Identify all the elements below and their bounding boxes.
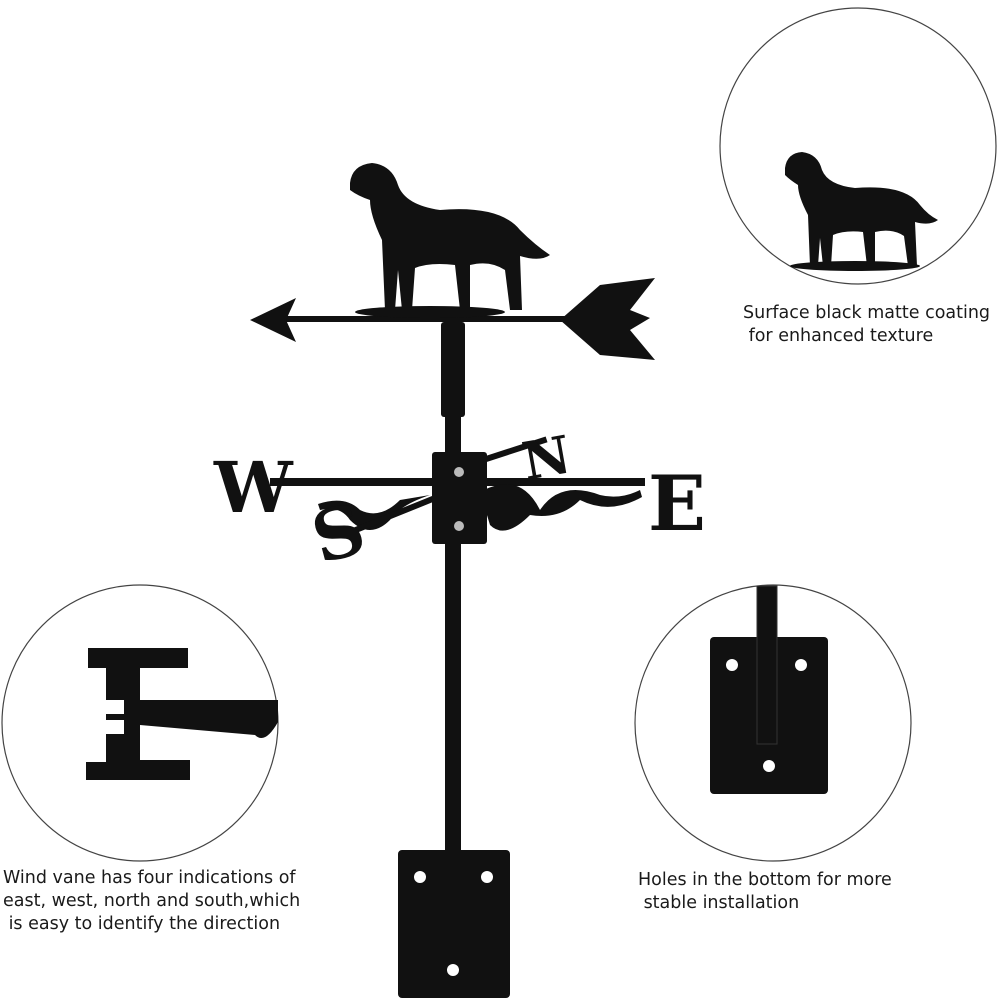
caption-line: for enhanced texture bbox=[743, 326, 934, 346]
caption-line: stable installation bbox=[638, 893, 800, 913]
compass-letter-north: N bbox=[518, 424, 575, 492]
base-plate bbox=[398, 850, 510, 998]
compass-letter-west: W bbox=[213, 446, 294, 529]
detail-circle-coating bbox=[719, 7, 997, 285]
caption-holes: Holes in the bottom for more stable inst… bbox=[638, 869, 892, 915]
caption-line: Holes in the bottom for more bbox=[638, 870, 892, 890]
caption-line: Surface black matte coating bbox=[743, 303, 991, 323]
compass-letter-east: E bbox=[648, 459, 706, 548]
caption-line: Wind vane has four indications of bbox=[3, 868, 296, 888]
caption-line: east, west, north and south,which bbox=[3, 891, 301, 911]
caption-line: is easy to identify the direction bbox=[3, 914, 281, 934]
detail-circle-base bbox=[634, 584, 912, 862]
detail-circle-letter bbox=[1, 584, 279, 862]
compass-letter-south: S bbox=[303, 487, 373, 580]
caption-directions: Wind vane has four indications of east, … bbox=[3, 867, 300, 936]
dog-silhouette bbox=[350, 163, 550, 318]
arrow bbox=[250, 278, 655, 360]
caption-coating: Surface black matte coating for enhanced… bbox=[743, 302, 990, 348]
compass-arms bbox=[270, 436, 645, 544]
